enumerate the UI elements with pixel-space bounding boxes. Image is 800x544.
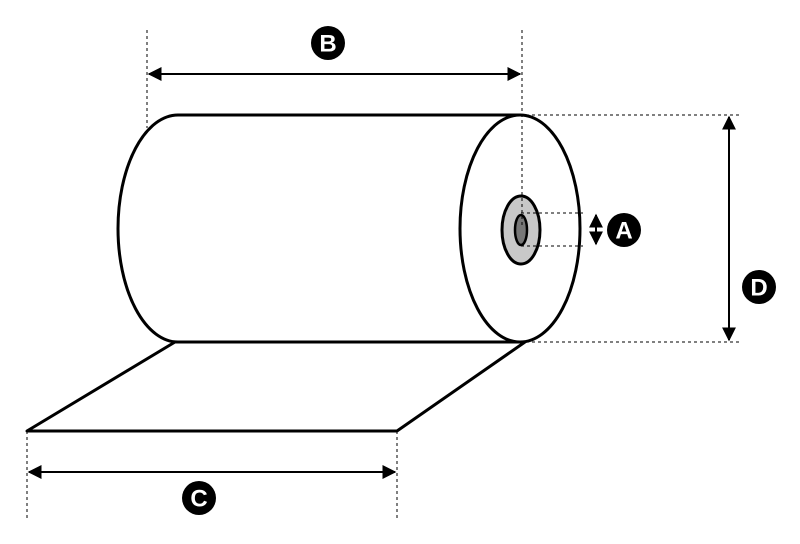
core-inner — [513, 213, 529, 247]
badge-a: A — [607, 213, 641, 247]
badge-c: C — [182, 481, 216, 515]
badge-d: D — [742, 270, 776, 304]
badge-c-text: C — [190, 486, 207, 513]
paper-sheet — [25, 340, 527, 433]
roll-body — [116, 113, 522, 344]
badge-b-text: B — [319, 31, 336, 58]
badge-a-text: A — [615, 218, 632, 245]
badge-d-text: D — [750, 275, 767, 302]
badge-b: B — [311, 26, 345, 60]
